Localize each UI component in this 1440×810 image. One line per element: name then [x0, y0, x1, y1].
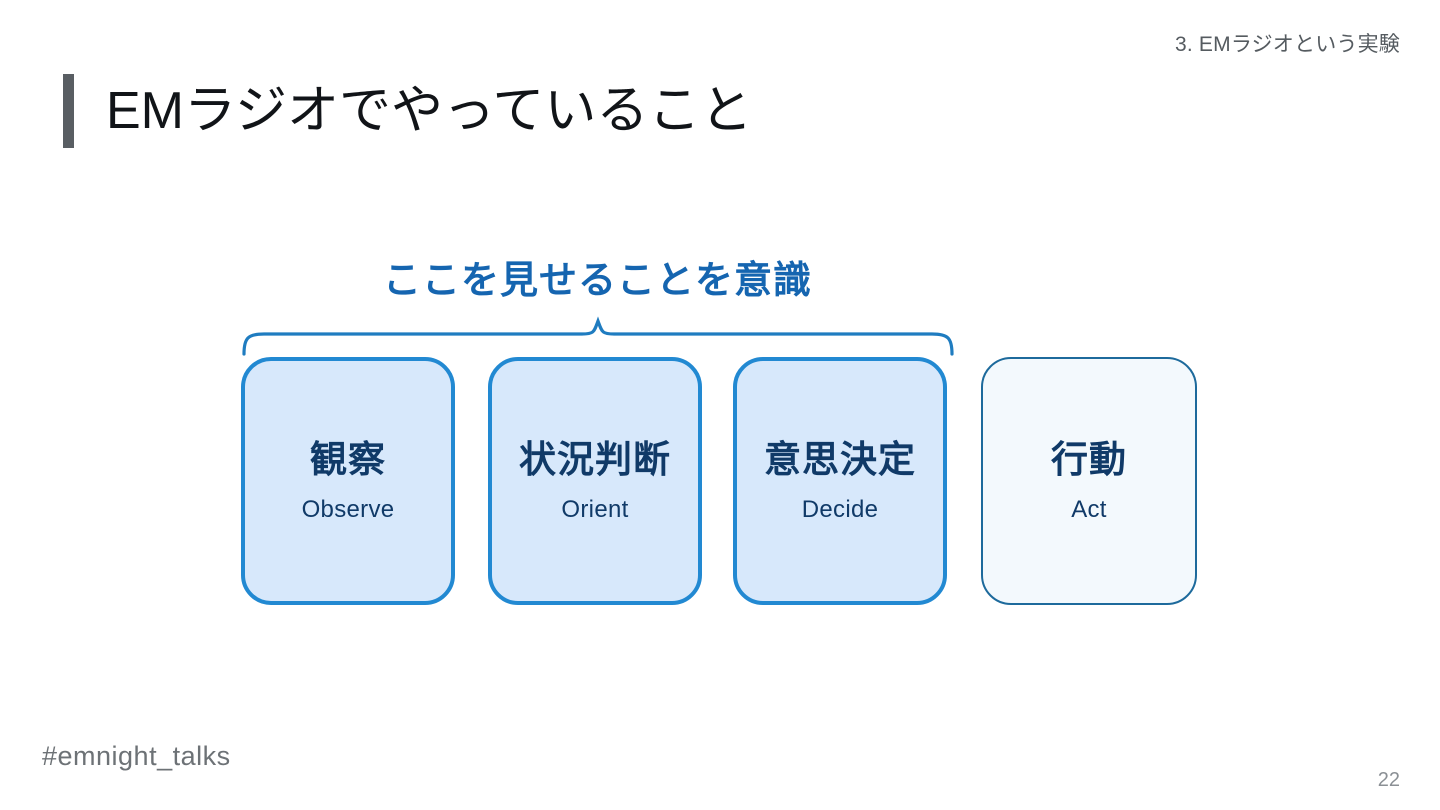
ooda-box-label-en: Observe	[301, 495, 395, 523]
ooda-box-label-jp: 意思決定	[764, 438, 916, 480]
title-accent-bar	[63, 74, 74, 148]
ooda-box-decide[interactable]: 意思決定 Decide	[733, 357, 947, 605]
ooda-box-observe[interactable]: 観察 Observe	[241, 357, 455, 605]
curly-brace-icon	[242, 316, 954, 356]
ooda-box-label-jp: 状況判断	[519, 438, 671, 480]
ooda-box-label-en: Orient	[561, 495, 629, 523]
ooda-box-orient[interactable]: 状況判断 Orient	[488, 357, 702, 605]
ooda-box-label-jp: 観察	[310, 438, 386, 480]
page-number: 22	[1377, 769, 1400, 791]
annotation-text: ここを見せることを意識	[382, 260, 812, 302]
ooda-box-label-jp: 行動	[1051, 438, 1127, 480]
ooda-box-act[interactable]: 行動 Act	[981, 357, 1197, 605]
ooda-box-group: 観察 Observe 状況判断 Orient 意思決定 Decide 行動 Ac…	[241, 357, 1201, 609]
ooda-box-label-en: Decide	[801, 495, 879, 523]
ooda-box-label-en: Act	[1071, 495, 1107, 523]
title-row: EMラジオでやっていること	[63, 74, 752, 148]
footer-hashtag: #emnight_talks	[42, 741, 231, 771]
page-title: EMラジオでやっていること	[106, 82, 753, 140]
section-label: 3. EMラジオという実験	[1174, 33, 1400, 56]
